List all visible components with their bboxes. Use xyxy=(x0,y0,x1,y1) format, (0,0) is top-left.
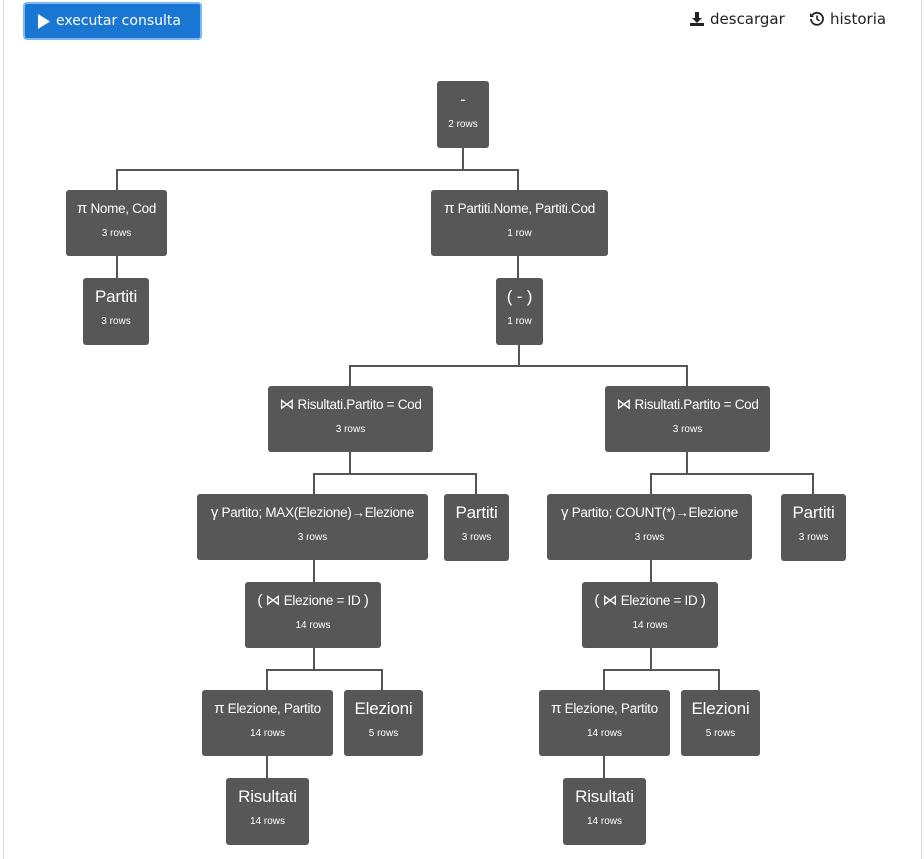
tree-node-table-elezioni-left[interactable]: Elezioni 5 rows xyxy=(344,690,423,756)
node-row-count: 3 rows xyxy=(634,532,665,543)
node-label: Elezioni xyxy=(354,699,413,718)
node-row-count: 3 rows xyxy=(672,424,703,435)
close-paren: ) xyxy=(700,592,706,609)
node-label: Elezione, Partito xyxy=(564,701,659,716)
download-link[interactable]: descargar xyxy=(689,10,785,28)
open-paren: ( xyxy=(594,592,600,609)
tree-node-join-elezione-id-right[interactable]: ( ⋈ Elezione = ID ) 14 rows xyxy=(582,582,718,648)
download-icon xyxy=(690,12,704,26)
node-row-count: 2 rows xyxy=(448,119,478,130)
play-icon xyxy=(38,13,50,29)
run-query-label: executar consulta xyxy=(56,13,181,29)
tree-node-group-count-elezione[interactable]: γ Partito; COUNT(*)→Elezione 3 rows xyxy=(547,494,752,560)
join-operator-icon: ⋈ xyxy=(265,592,281,609)
grouping-operator-icon: γ xyxy=(210,504,219,521)
node-row-count: 3 rows xyxy=(798,532,829,543)
node-label: Partiti.Nome, Partiti.Cod xyxy=(457,201,596,216)
node-label-row: π Nome, Cod xyxy=(77,200,156,218)
tree-node-join-risultati-partito-left[interactable]: ⋈ Risultati.Partito = Cod 3 rows xyxy=(268,386,433,452)
node-label-row: γ Partito; MAX(Elezione)→Elezione xyxy=(210,504,415,522)
tree-node-table-partiti[interactable]: Partiti 3 rows xyxy=(781,494,846,561)
open-paren: ( xyxy=(257,592,263,609)
node-label-row: ⋈ Risultati.Partito = Cod xyxy=(279,396,422,414)
node-label: Risultati.Partito = Cod xyxy=(634,397,759,412)
node-label-row: ( ⋈ Elezione = ID ) xyxy=(257,592,369,610)
node-label-row: π Partiti.Nome, Partiti.Cod xyxy=(444,200,595,218)
join-operator-icon: ⋈ xyxy=(602,592,618,609)
tree-node-table-partiti[interactable]: Partiti 3 rows xyxy=(83,278,149,345)
frame-right-border xyxy=(921,0,922,859)
projection-operator-icon: π xyxy=(551,700,562,717)
node-row-count: 5 rows xyxy=(705,728,736,739)
node-label: Risultati xyxy=(238,787,297,806)
tree-node-projection-partiti-nome-cod[interactable]: π Partiti.Nome, Partiti.Cod 1 row xyxy=(431,190,608,256)
node-label: Partiti xyxy=(455,503,498,522)
node-label-row: ( ⋈ Elezione = ID ) xyxy=(594,592,706,610)
node-row-count: 3 rows xyxy=(101,316,131,327)
projection-operator-icon: π xyxy=(444,200,455,217)
node-label: Elezione = ID xyxy=(283,593,361,608)
node-row-count: 14 rows xyxy=(249,816,285,827)
tree-node-table-partiti[interactable]: Partiti 3 rows xyxy=(444,494,509,561)
node-label: Partiti xyxy=(94,287,138,306)
history-label: historia xyxy=(830,10,887,28)
node-row-count: 14 rows xyxy=(632,620,668,631)
tree-node-root-difference[interactable]: - 2 rows xyxy=(437,81,489,148)
download-label: descargar xyxy=(710,10,785,28)
projection-operator-icon: π xyxy=(76,200,88,217)
node-row-count: 1 row xyxy=(507,228,532,239)
tree-node-projection-elezione-partito-left[interactable]: π Elezione, Partito 14 rows xyxy=(202,690,333,756)
tree-node-table-elezioni-right[interactable]: Elezioni 5 rows xyxy=(681,690,760,756)
tree-node-projection-elezione-partito-right[interactable]: π Elezione, Partito 14 rows xyxy=(539,690,670,756)
node-row-count: 3 rows xyxy=(297,532,328,543)
tree-node-parenthesized-difference[interactable]: ( - ) 1 row xyxy=(496,278,543,345)
node-row-count: 14 rows xyxy=(586,816,622,827)
node-row-count: 14 rows xyxy=(249,728,285,739)
node-row-count: 3 rows xyxy=(335,424,366,435)
tree-node-table-risultati-right[interactable]: Risultati 14 rows xyxy=(563,778,646,845)
node-label: Risultati xyxy=(575,787,634,806)
history-link[interactable]: historia xyxy=(809,10,886,28)
tree-node-join-elezione-id-left[interactable]: ( ⋈ Elezione = ID ) 14 rows xyxy=(245,582,381,648)
frame-left-border xyxy=(3,0,4,859)
node-row-count: 5 rows xyxy=(368,728,399,739)
node-row-count: 14 rows xyxy=(586,728,622,739)
tree-node-group-max-elezione[interactable]: γ Partito; MAX(Elezione)→Elezione 3 rows xyxy=(197,494,428,560)
history-icon xyxy=(810,11,824,26)
node-label: Partito; MAX(Elezione)→Elezione xyxy=(221,505,415,520)
node-label: Elezioni xyxy=(691,699,750,718)
node-row-count: 3 rows xyxy=(101,228,132,239)
tree-node-projection-nome-cod[interactable]: π Nome, Cod 3 rows xyxy=(66,190,167,256)
run-query-button[interactable]: executar consulta xyxy=(23,2,202,40)
node-label: Nome, Cod xyxy=(90,201,157,216)
node-row-count: 1 row xyxy=(507,316,532,327)
node-label: ( - ) xyxy=(506,287,533,306)
node-label: Elezione = ID xyxy=(620,593,698,608)
node-label: Partiti xyxy=(792,503,835,522)
join-operator-icon: ⋈ xyxy=(616,396,632,413)
node-label-row: π Elezione, Partito xyxy=(214,700,321,718)
node-row-count: 3 rows xyxy=(461,532,492,543)
node-label: Elezione, Partito xyxy=(227,701,322,716)
tree-node-join-risultati-partito-right[interactable]: ⋈ Risultati.Partito = Cod 3 rows xyxy=(605,386,770,452)
node-label-row: π Elezione, Partito xyxy=(551,700,658,718)
node-label: Risultati.Partito = Cod xyxy=(297,397,422,412)
node-label: Partito; COUNT(*)→Elezione xyxy=(571,505,739,520)
tree-node-table-risultati-left[interactable]: Risultati 14 rows xyxy=(226,778,309,845)
close-paren: ) xyxy=(363,592,369,609)
node-label-row: ⋈ Risultati.Partito = Cod xyxy=(616,396,759,414)
node-row-count: 14 rows xyxy=(295,620,331,631)
node-label-row: γ Partito; COUNT(*)→Elezione xyxy=(561,504,738,522)
node-label: - xyxy=(460,90,466,109)
join-operator-icon: ⋈ xyxy=(279,396,295,413)
projection-operator-icon: π xyxy=(214,700,225,717)
grouping-operator-icon: γ xyxy=(561,504,569,521)
